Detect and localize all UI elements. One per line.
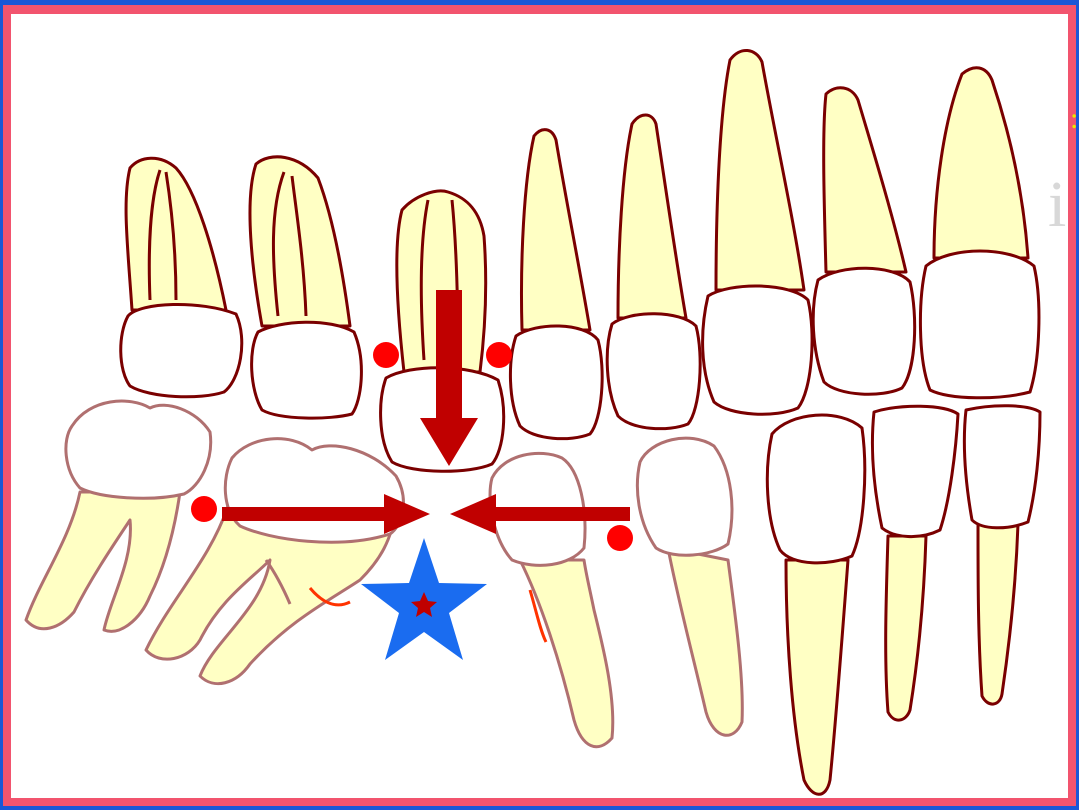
edge-bullet: :: [1070, 108, 1079, 130]
edge-text-fragment: i: [1048, 172, 1079, 252]
upper-premolar-2: [510, 130, 602, 439]
contact-dot: [191, 496, 217, 522]
upper-molar-2: [250, 157, 361, 418]
upper-central-incisor: [920, 68, 1039, 398]
contact-dot: [373, 342, 399, 368]
lower-premolar-2: [637, 438, 742, 735]
upper-molar-1: [121, 158, 242, 397]
lower-lateral-incisor: [872, 406, 958, 720]
upper-lateral-incisor: [813, 88, 914, 395]
lower-premolar-1: [490, 453, 613, 746]
contact-dot: [607, 525, 633, 551]
contact-dot: [486, 342, 512, 368]
upper-canine: [703, 50, 812, 414]
upper-premolar-3: [607, 115, 700, 429]
lower-central-incisor: [964, 406, 1040, 704]
lower-canine: [767, 415, 864, 794]
